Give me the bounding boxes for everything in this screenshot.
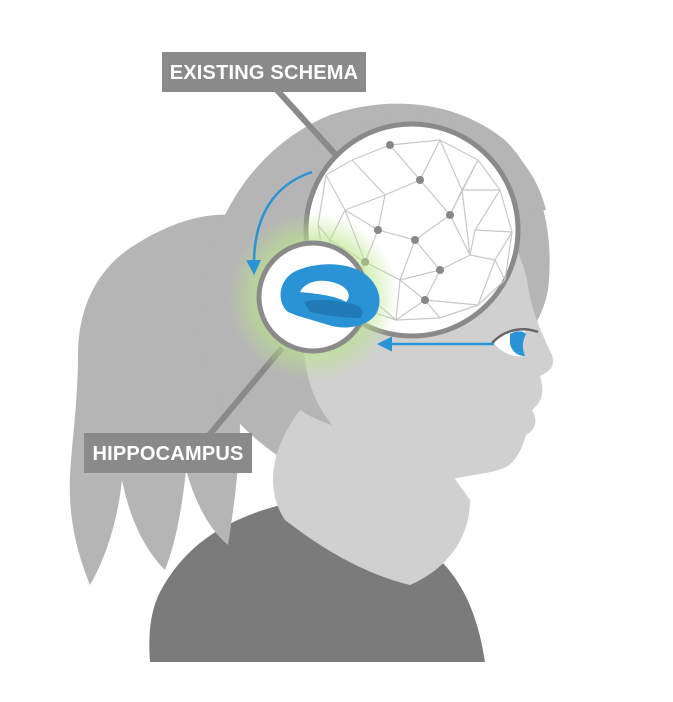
existing-schema-label-text: EXISTING SCHEMA xyxy=(170,62,359,84)
existing-schema-label: EXISTING SCHEMA xyxy=(162,52,366,92)
schema-connector-line xyxy=(274,87,348,168)
network-link xyxy=(449,214,471,256)
network-link xyxy=(494,231,513,261)
network-link xyxy=(395,317,441,321)
network-link xyxy=(477,159,501,191)
network-link xyxy=(399,279,426,301)
network-link xyxy=(424,269,441,301)
network-link xyxy=(351,159,386,196)
network-link xyxy=(344,209,379,231)
network-link xyxy=(461,159,479,191)
network-link xyxy=(351,144,391,161)
network-link xyxy=(474,189,501,231)
hippocampus-circle xyxy=(256,240,380,354)
network-link xyxy=(419,139,441,181)
network-link xyxy=(424,299,479,306)
network-link xyxy=(395,279,401,321)
eye-icon xyxy=(491,328,539,357)
network-link xyxy=(474,229,513,233)
hippocampus-shape-icon xyxy=(280,264,380,328)
hippocampus-label: HIPPOCAMPUS xyxy=(84,433,252,473)
network-node xyxy=(411,236,419,244)
network-link xyxy=(477,279,506,306)
network-link xyxy=(389,139,441,146)
network-link xyxy=(439,254,471,271)
network-link xyxy=(325,174,346,211)
network-link xyxy=(377,229,416,241)
curved-arrow-icon xyxy=(246,170,313,275)
network-link xyxy=(504,231,513,281)
network-link xyxy=(477,259,496,306)
network-link xyxy=(461,189,471,256)
network-link xyxy=(399,239,416,281)
network-node xyxy=(436,266,444,274)
network-node xyxy=(421,296,429,304)
network-node xyxy=(416,176,424,184)
network-link xyxy=(414,239,441,271)
network-node xyxy=(374,226,382,234)
network-link xyxy=(439,139,479,161)
network-link xyxy=(399,269,441,281)
network-link xyxy=(439,304,479,319)
network-link xyxy=(384,179,421,196)
network-node xyxy=(386,141,394,149)
network-link xyxy=(439,139,463,191)
network-node xyxy=(446,211,454,219)
network-link xyxy=(414,214,451,241)
network-link xyxy=(325,159,353,176)
network-link xyxy=(419,179,451,216)
network-link xyxy=(469,254,496,261)
network-link xyxy=(499,189,513,233)
network-link xyxy=(395,299,426,321)
network-link xyxy=(494,259,506,281)
network-link xyxy=(377,194,386,231)
network-link xyxy=(469,229,476,256)
network-link xyxy=(389,144,421,181)
hippocampus-label-text: HIPPOCAMPUS xyxy=(92,443,243,465)
network-link xyxy=(344,194,386,211)
network-link xyxy=(449,189,463,216)
